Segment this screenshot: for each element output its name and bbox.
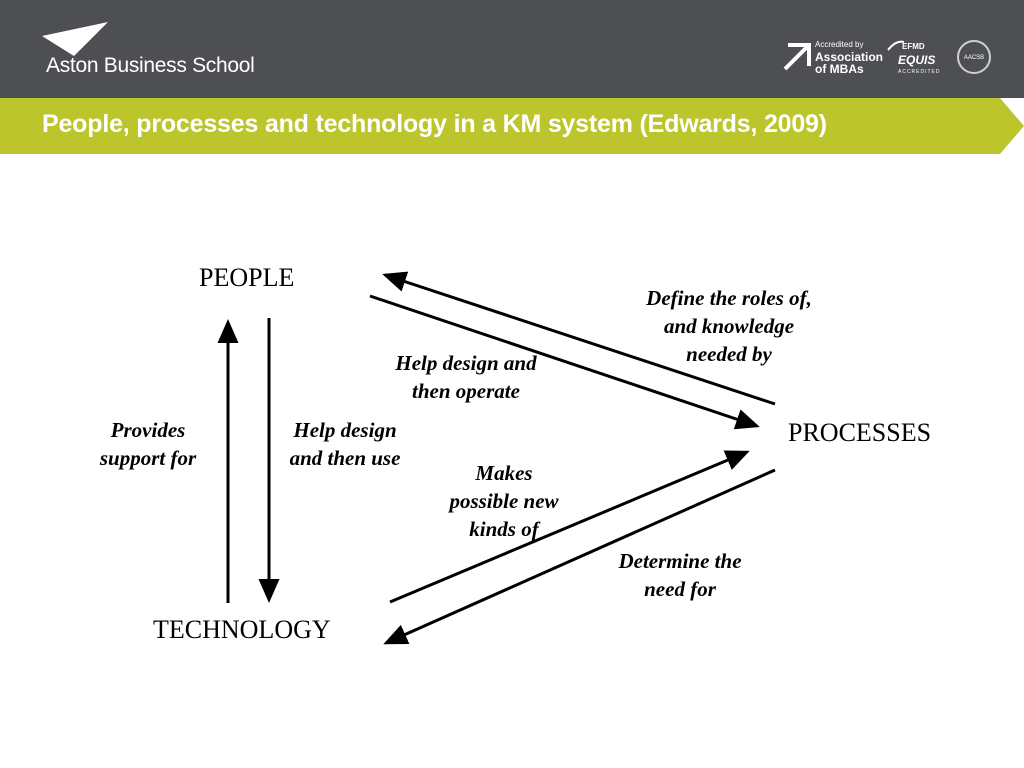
node-technology: TECHNOLOGY (153, 615, 331, 644)
school-name: Aston Business School (46, 54, 255, 77)
label-determine-need-line2: need for (644, 577, 716, 601)
label-provides-support: Provides support for (84, 416, 212, 472)
label-determine-need: Determine the need for (600, 547, 760, 603)
aston-logo-icon (42, 22, 108, 56)
arrow-processes-to-people (382, 271, 776, 406)
label-makes-possible-line2: possible new (449, 489, 559, 513)
label-define-roles-line1: Define the roles of, (646, 286, 812, 310)
amba-line1: Accredited by (815, 40, 864, 49)
label-help-design-use-line1: Help design (293, 418, 397, 442)
amba-arrow-icon (783, 43, 811, 71)
label-define-roles-line3: needed by (686, 342, 772, 366)
amba-line3: of MBAs (815, 62, 864, 76)
label-define-roles: Define the roles of, and knowledge neede… (620, 284, 838, 368)
equis-line1: EFMD (902, 42, 925, 51)
aacsb-seal-icon: AACSB (957, 40, 991, 74)
equis-line2: EQUIS (898, 53, 936, 67)
arrow-processes-to-technology (383, 468, 776, 645)
aacsb-text: AACSB (963, 55, 985, 61)
equis-swoosh-icon (887, 40, 905, 51)
node-people: PEOPLE (199, 263, 295, 292)
label-provides-support-line2: support for (99, 446, 197, 470)
amba-line2: Association (815, 50, 884, 64)
label-help-design-use: Help design and then use (275, 416, 415, 472)
label-determine-need-line1: Determine the (618, 549, 742, 573)
label-makes-possible-line3: kinds of (469, 517, 539, 541)
title-band (0, 98, 1024, 154)
equis-accreditation-badge: EFMD EQUIS ACCREDITED (884, 34, 954, 82)
arrow-technology-to-processes (389, 450, 750, 604)
header-bar: Aston Business School Accredited by Asso… (0, 0, 1024, 98)
label-help-design-use-line2: and then use (289, 446, 401, 470)
label-makes-possible: Makes possible new kinds of (433, 459, 575, 543)
slide-title: People, processes and technology in a KM… (42, 110, 827, 138)
arrow-people-to-processes (369, 294, 760, 430)
amba-accreditation-badge: Accredited by Association of MBAs (782, 34, 884, 82)
label-help-design-operate-line2: then operate (412, 379, 520, 403)
label-help-design-operate-line1: Help design and (395, 351, 537, 375)
label-define-roles-line2: and knowledge (663, 314, 795, 338)
equis-line3: ACCREDITED (898, 69, 941, 75)
label-makes-possible-line1: Makes (475, 461, 533, 485)
label-provides-support-line1: Provides (110, 418, 186, 442)
node-processes: PROCESSES (788, 418, 932, 447)
label-help-design-operate: Help design and then operate (376, 349, 556, 405)
